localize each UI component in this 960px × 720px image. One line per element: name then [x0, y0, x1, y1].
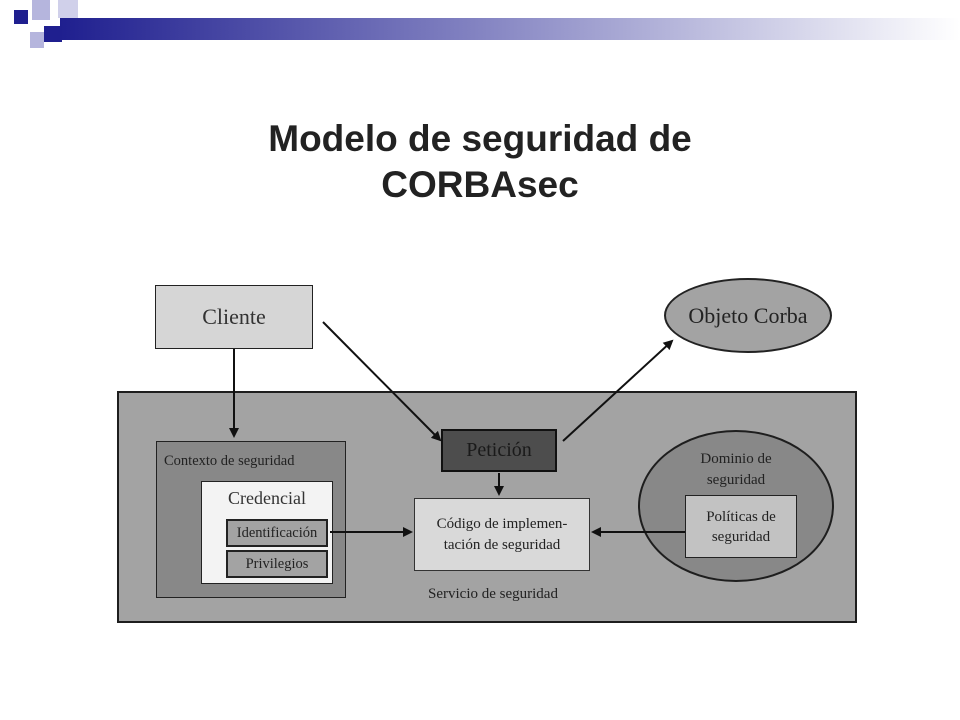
contexto-seguridad-label: Contexto de seguridad [164, 453, 295, 469]
peticion-box: Petición [441, 429, 557, 472]
header-gradient-bar [14, 0, 960, 48]
codigo-implementacion-label: Código de implemen- tación de seguridad [436, 515, 568, 553]
dominio-seguridad-label: Dominio de seguridad [700, 451, 772, 488]
identificacion-box: Identificación [226, 519, 328, 547]
header-square-light [30, 32, 44, 48]
servicio-seguridad-label: Servicio de seguridad [428, 586, 558, 602]
header-square-dark [14, 10, 28, 24]
cliente-box: Cliente [155, 285, 313, 349]
header-decoration [0, 0, 960, 56]
header-square-light [58, 0, 78, 18]
codigo-implementacion-box: Código de implemen- tación de seguridad [414, 498, 590, 571]
politicas-seguridad-box: Políticas de seguridad [685, 495, 797, 558]
credencial-label: Credencial [228, 488, 306, 508]
header-square-light [32, 0, 50, 20]
header-square-dark [44, 26, 62, 42]
slide-title: Modelo de seguridad de CORBAsec [268, 118, 692, 205]
objeto-corba-ellipse: Objeto Corba [664, 278, 832, 353]
privilegios-box: Privilegios [226, 550, 328, 578]
